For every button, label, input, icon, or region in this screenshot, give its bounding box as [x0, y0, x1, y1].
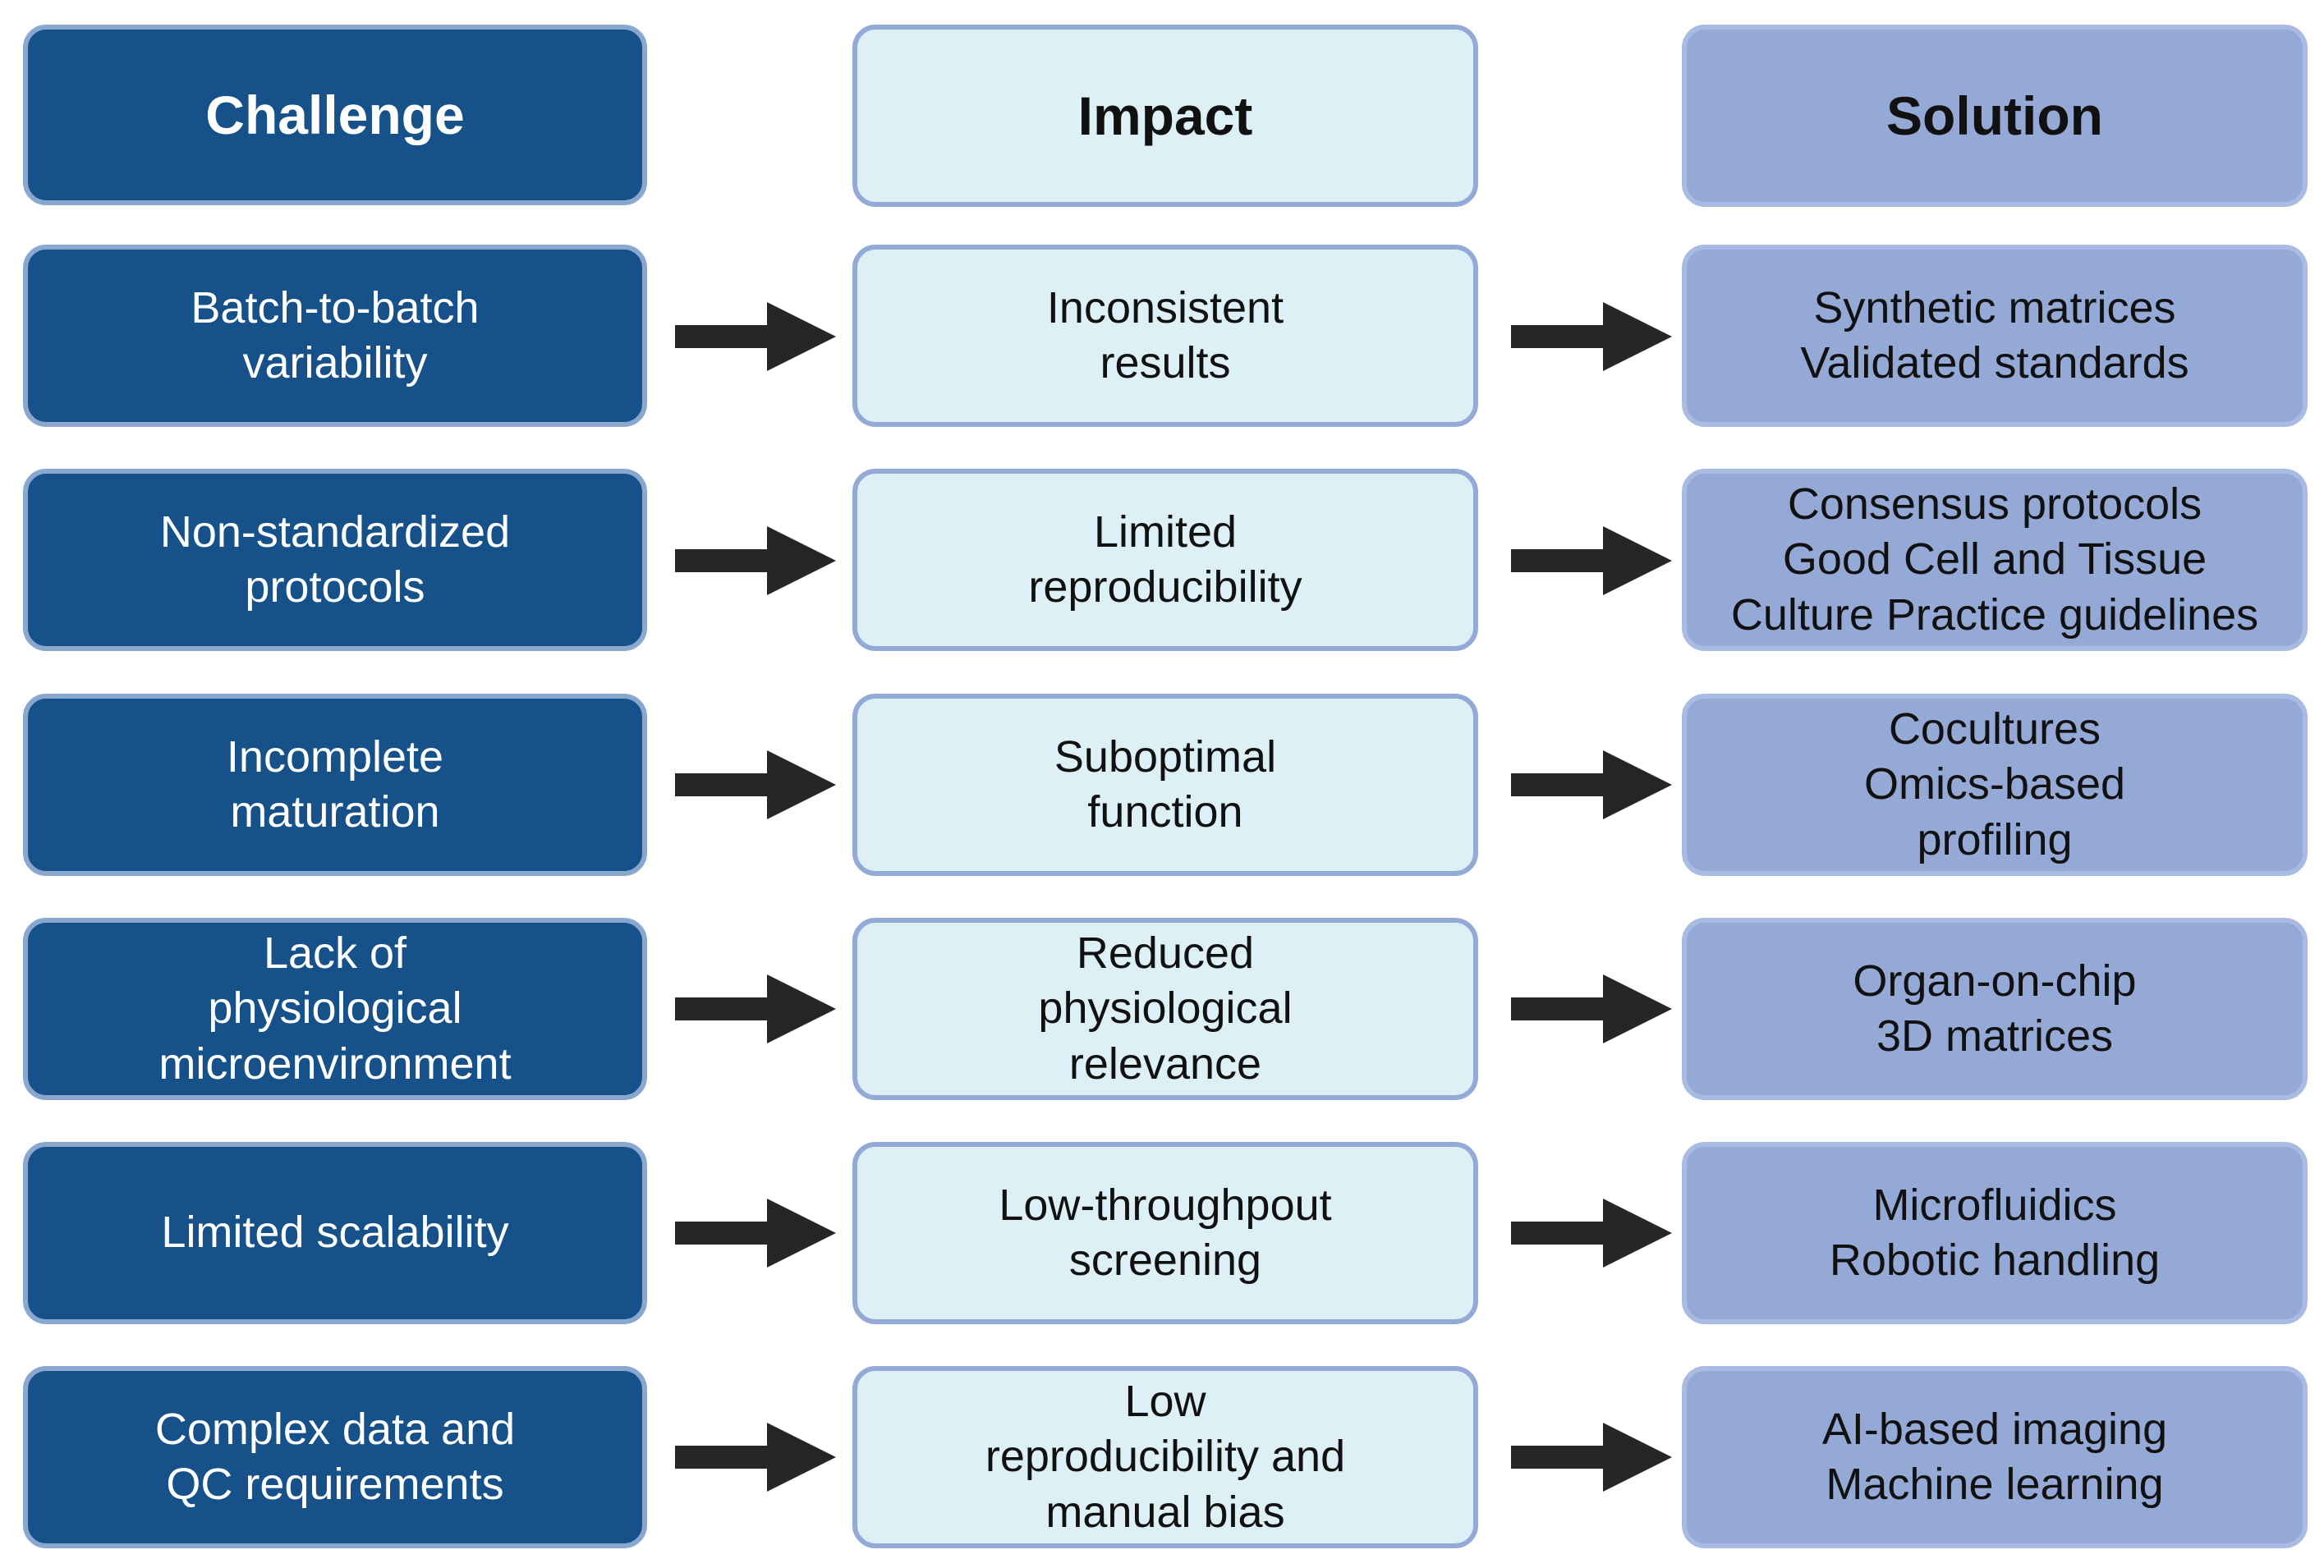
arrow-right-icon — [1511, 520, 1675, 602]
impact-box: Low reproducibility and manual bias — [852, 1366, 1478, 1548]
arrow-right-icon — [1511, 1416, 1675, 1498]
solution-header: Solution — [1682, 25, 2308, 207]
impact-box: Low-throughpout screening — [852, 1142, 1478, 1324]
impact-header: Impact — [852, 25, 1478, 207]
solution-box: Microfluidics Robotic handling — [1682, 1142, 2308, 1324]
arrow-right-icon — [1511, 1192, 1675, 1274]
impact-box: Limited reproducibility — [852, 469, 1478, 651]
arrow-right-icon — [675, 520, 839, 602]
challenge-box: Non-standardized protocols — [23, 469, 647, 651]
arrow-right-icon — [1511, 296, 1675, 378]
arrow-right-icon — [675, 1192, 839, 1274]
impact-box: Reduced physiological relevance — [852, 918, 1478, 1100]
challenge-box: Limited scalability — [23, 1142, 647, 1324]
arrow-right-icon — [1511, 744, 1675, 826]
impact-box: Suboptimal function — [852, 694, 1478, 876]
solution-box: Synthetic matrices Validated standards — [1682, 245, 2308, 427]
solution-box: Consensus protocols Good Cell and Tissue… — [1682, 469, 2308, 651]
challenge-header: Challenge — [23, 25, 647, 205]
solution-box: Organ-on-chip 3D matrices — [1682, 918, 2308, 1100]
challenge-box: Batch-to-batch variability — [23, 245, 647, 427]
arrow-right-icon — [675, 296, 839, 378]
arrow-right-icon — [675, 968, 839, 1050]
solution-box: AI-based imaging Machine learning — [1682, 1366, 2308, 1548]
arrow-right-icon — [1511, 968, 1675, 1050]
challenge-box: Incomplete maturation — [23, 694, 647, 876]
impact-box: Inconsistent results — [852, 245, 1478, 427]
solution-box: Cocultures Omics-based profiling — [1682, 694, 2308, 876]
arrow-right-icon — [675, 744, 839, 826]
challenge-box: Lack of physiological microenvironment — [23, 918, 647, 1100]
challenge-box: Complex data and QC requirements — [23, 1366, 647, 1548]
arrow-right-icon — [675, 1416, 839, 1498]
